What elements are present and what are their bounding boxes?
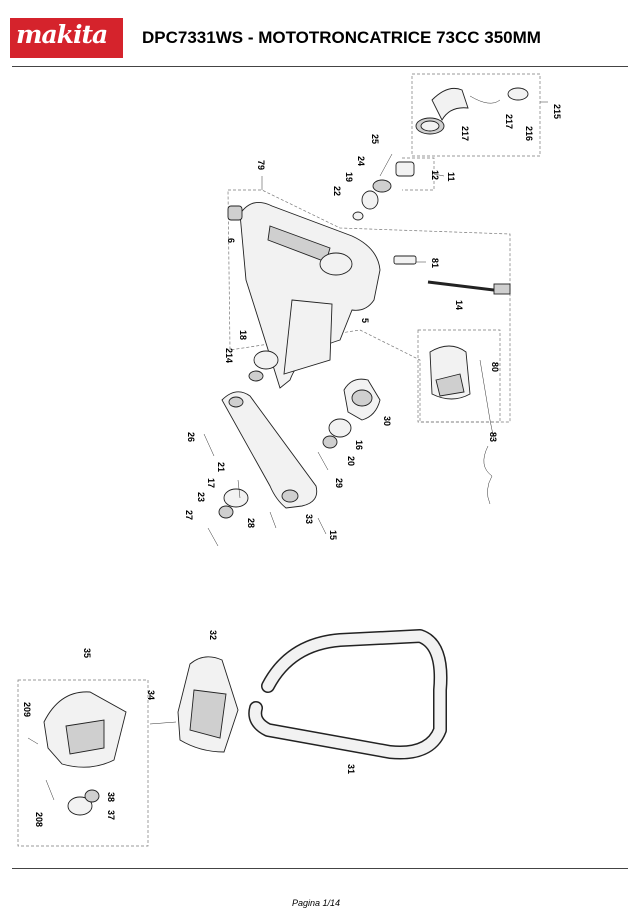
part-number-label: 32 — [208, 630, 218, 640]
part-number-label: 21 — [216, 462, 226, 472]
part-number-label: 23 — [196, 492, 206, 502]
part-number-label: 29 — [334, 478, 344, 488]
part-number-label: 11 — [446, 172, 456, 182]
part-number-label: 34 — [146, 690, 156, 700]
part-16-mount — [317, 418, 352, 471]
group-box-35 — [17, 679, 149, 847]
part-number-label: 26 — [186, 432, 196, 442]
part-number-label: 217 — [504, 114, 514, 129]
part-number-label: 208 — [34, 812, 44, 827]
group-box-79 — [227, 189, 511, 423]
part-15-arm — [221, 391, 318, 509]
part-number-label: 79 — [256, 160, 266, 170]
page-title: DPC7331WS - MOTOTRONCATRICE 73CC 350MM — [142, 28, 541, 47]
part-number-label: 33 — [304, 514, 314, 524]
part-number-label: 24 — [356, 156, 366, 166]
part-80-throttle-assembly — [429, 345, 471, 400]
part-number-label: 17 — [206, 478, 216, 488]
part-number-label: 12 — [430, 170, 440, 180]
part-number-label: 37 — [106, 810, 116, 820]
part-number-label: 31 — [346, 764, 356, 774]
part-number-label: 81 — [430, 258, 440, 268]
part-17-lower-mount — [203, 433, 277, 547]
part-30-cover — [343, 378, 381, 421]
part-18-anti-vibration-mount — [248, 350, 279, 382]
part-number-label: 209 — [22, 702, 32, 717]
part-11-cap-assembly — [352, 153, 415, 221]
part-32-rear-cover — [149, 656, 239, 753]
part-number-label: 22 — [332, 186, 342, 196]
part-number-label: 20 — [346, 456, 356, 466]
part-number-label: 83 — [488, 432, 498, 442]
part-35-rear-housing — [27, 691, 127, 768]
part-number-label: 18 — [238, 330, 248, 340]
part-number-label: 38 — [106, 792, 116, 802]
part-83-cable — [483, 445, 493, 505]
logo-wordmark: makita — [16, 20, 108, 49]
part-number-label: 16 — [354, 440, 364, 450]
part-number-label: 30 — [382, 416, 392, 426]
header-divider — [12, 66, 628, 67]
part-31-front-handle — [248, 629, 448, 760]
part-number-label: 215 — [552, 104, 562, 119]
part-number-label: 15 — [328, 530, 338, 540]
part-number-label: 19 — [344, 172, 354, 182]
part-number-label: 216 — [524, 126, 534, 141]
part-number-labels: 215 217 217 216 25 24 19 12 11 22 79 6 8… — [22, 104, 562, 827]
part-number-label: 14 — [454, 300, 464, 310]
group-box-215 — [411, 73, 541, 157]
part-number-label: 6 — [226, 238, 236, 243]
part-number-label: 5 — [360, 318, 370, 323]
part-number-label: 214 — [224, 348, 234, 363]
group-box-80 — [417, 329, 501, 423]
part-215-intake-elbow — [415, 87, 529, 135]
leader-lines — [261, 101, 548, 535]
part-number-label: 27 — [184, 510, 194, 520]
part-14-rod — [427, 280, 511, 295]
part-number-label: 80 — [490, 362, 500, 372]
part-81-screw-group — [393, 255, 417, 265]
page-header: makita DPC7331WS - MOTOTRONCATRICE 73CC … — [0, 0, 632, 80]
page-number: Pagina 1/14 — [291, 898, 341, 908]
makita-logo: makita — [10, 18, 123, 58]
part-37-mount — [45, 779, 100, 816]
part-number-label: 28 — [246, 518, 256, 528]
part-number-label: 217 — [460, 126, 470, 141]
part-number-label: 25 — [370, 134, 380, 144]
part-79-main-housing — [227, 201, 381, 389]
footer-divider — [12, 868, 628, 869]
part-number-label: 35 — [82, 648, 92, 658]
